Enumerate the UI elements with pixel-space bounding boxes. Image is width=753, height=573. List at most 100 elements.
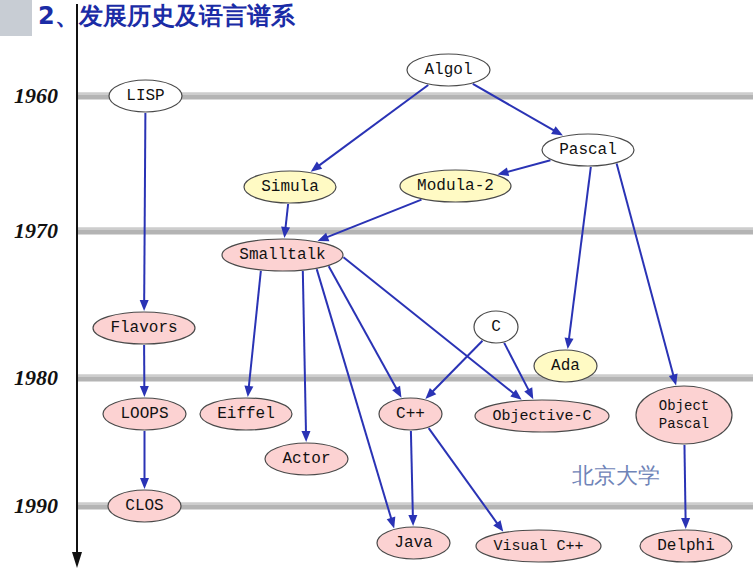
- arrow-head: [140, 478, 149, 489]
- inheritance-arrow: [343, 257, 521, 399]
- year-label: 1970: [14, 218, 58, 244]
- arrow-head: [140, 386, 149, 397]
- year-label: 1990: [14, 493, 58, 519]
- connector-line: [411, 431, 413, 517]
- language-name: Actor: [282, 449, 330, 469]
- arrow-head: [301, 431, 310, 442]
- inheritance-arrow: [140, 431, 149, 489]
- inheritance-arrow: [318, 200, 422, 242]
- connector-line: [569, 167, 591, 340]
- year-bands: [77, 94, 753, 506]
- language-ellipse: Algol: [406, 53, 491, 87]
- arrow-head: [565, 338, 574, 349]
- connector-line: [329, 266, 397, 390]
- connector-line: [429, 428, 498, 524]
- language-ellipse: Smalltalk: [221, 238, 344, 272]
- inheritance-arrow: [473, 84, 563, 136]
- arrow-head: [510, 389, 521, 399]
- arrow-head: [387, 517, 396, 529]
- arrow-head: [392, 386, 401, 398]
- arrow-head: [551, 126, 563, 135]
- language-ellipse: Pascal: [541, 133, 635, 167]
- language-name: Modula-2: [417, 176, 494, 196]
- connector-line: [144, 113, 145, 302]
- connector-line: [504, 343, 529, 391]
- arrow-head: [493, 520, 503, 532]
- inheritance-arrow: [408, 431, 417, 526]
- language-ellipse: Actor: [264, 442, 349, 476]
- inheritance-arrow: [565, 167, 591, 349]
- connector-line: [144, 431, 146, 480]
- arrow-head: [497, 167, 509, 176]
- inheritance-arrow: [681, 445, 690, 529]
- language-name: Eiffel: [217, 404, 275, 424]
- ellipse-outline: [635, 385, 733, 445]
- language-name: Object Pascal: [653, 397, 715, 433]
- language-name: Delphi: [657, 536, 715, 556]
- inheritance-arrow: [425, 341, 482, 399]
- language-name: Java: [394, 533, 432, 553]
- connector-line: [506, 160, 550, 172]
- language-name: Ada: [551, 356, 580, 376]
- language-name: Algol: [424, 60, 472, 80]
- language-ellipse: C: [473, 310, 519, 344]
- language-name: C++: [396, 404, 425, 424]
- year-label: 1980: [14, 365, 58, 391]
- language-ellipse: Flavors: [92, 311, 196, 345]
- connector-line: [143, 345, 145, 388]
- inheritance-arrow: [429, 428, 504, 532]
- language-name: Simula: [261, 177, 319, 197]
- connector-line: [326, 200, 422, 238]
- language-ellipse: C++: [378, 397, 443, 431]
- language-ellipse: LOOPS: [102, 397, 187, 431]
- inheritance-arrow: [140, 113, 149, 311]
- inheritance-arrow: [504, 343, 533, 399]
- language-name: CLOS: [125, 496, 163, 516]
- connector-line: [432, 341, 483, 393]
- connector-line: [473, 84, 555, 131]
- arrow-head: [681, 518, 690, 529]
- language-ellipse: Java: [376, 526, 451, 560]
- connector-line: [249, 271, 261, 388]
- language-ellipse: Modula-2: [399, 169, 512, 203]
- arrow-head: [425, 388, 436, 399]
- connector-line: [318, 85, 428, 166]
- inheritance-arrow: [497, 160, 550, 176]
- inheritance-arrow: [329, 266, 402, 397]
- watermark: 北京大学: [572, 463, 660, 489]
- year-label: 1960: [14, 83, 58, 109]
- language-name: Smalltalk: [239, 245, 325, 265]
- language-name: Visual C++: [493, 537, 583, 556]
- connector-line: [317, 269, 392, 520]
- language-name: Flavors: [110, 318, 177, 338]
- arrow-head: [524, 387, 533, 399]
- language-ellipse: Eiffel: [199, 397, 293, 431]
- arrow-head: [244, 386, 253, 397]
- time-axis: [72, 4, 82, 568]
- language-name: Objective-C: [492, 407, 591, 426]
- inheritance-arrow: [317, 269, 396, 528]
- arrow-head: [281, 227, 290, 238]
- inheritance-arrow: [244, 271, 260, 397]
- connector-line: [285, 204, 288, 229]
- connector-line: [684, 445, 685, 520]
- arrow-head: [408, 515, 417, 526]
- language-name: LISP: [126, 86, 164, 106]
- language-name: Pascal: [559, 140, 617, 160]
- language-ellipse: CLOS: [107, 489, 182, 523]
- connector-line: [617, 163, 674, 376]
- language-ellipse: Object Pascal: [635, 385, 733, 445]
- arrow-head: [311, 162, 323, 172]
- connector-line: [303, 271, 306, 433]
- arrow-head: [318, 233, 330, 241]
- inheritance-arrow: [281, 204, 290, 238]
- language-name: C: [491, 317, 501, 337]
- language-name: LOOPS: [120, 404, 168, 424]
- inheritance-arrow: [617, 163, 678, 385]
- inheritance-arrow: [140, 345, 149, 397]
- language-ellipse: Simula: [243, 170, 337, 204]
- arrow-head: [140, 300, 149, 311]
- inheritance-arrow: [311, 85, 429, 172]
- inheritance-arrow: [301, 271, 310, 442]
